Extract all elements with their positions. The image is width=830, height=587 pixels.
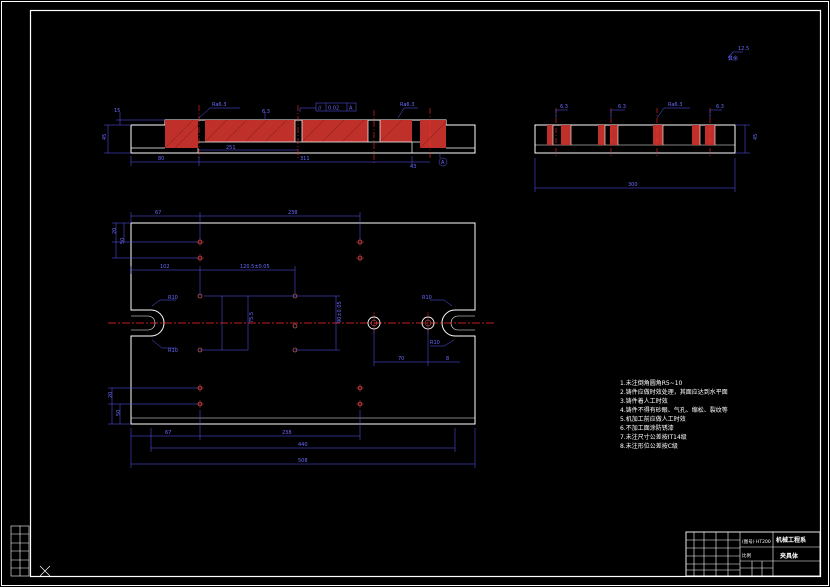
- tv-v-top-1: 20: [112, 228, 118, 234]
- fv-mid-len2: 311: [300, 156, 310, 162]
- tv-bottom-span: 238: [282, 430, 292, 436]
- note-3: 3.铸件着人工时效: [620, 397, 668, 405]
- title-block: [685, 531, 821, 577]
- fv-top-step: 15: [114, 108, 120, 114]
- side-view: 300 45 6.3 6.3 Ra6.3 6.3: [534, 102, 759, 192]
- tv-bottom-left: 67: [165, 430, 171, 436]
- tv-overall-1: 440: [298, 442, 308, 448]
- tv-top-span: 238: [288, 210, 298, 216]
- gtol-symbol: //: [318, 106, 322, 112]
- tv-right-x2: 8: [446, 356, 449, 362]
- ucs-icon: [39, 565, 51, 577]
- side-hatch: [547, 125, 715, 145]
- binding-strip: [10, 525, 30, 577]
- tv-slot-r-left: R10: [168, 295, 178, 301]
- tb-material: HT200: [756, 539, 771, 545]
- note-5: 5.机加工前应做人工时效: [620, 415, 686, 423]
- tb-part-name: 夹具体: [780, 552, 799, 560]
- side-outline: [534, 124, 736, 154]
- fv-finish-1: Ra6.3: [212, 102, 226, 108]
- inner-frame: [29, 9, 822, 578]
- corner-label: 其余: [728, 55, 738, 62]
- note-1: 1.未注倒角圆角R5~10: [620, 379, 683, 387]
- tv-inner-v2: 90±0.05: [337, 301, 343, 323]
- tv-hole-pitch: 120.5±0.05: [240, 264, 270, 270]
- fv-small-a: 6.3: [262, 109, 270, 115]
- front-view: 45 15 80 251 311 43 Ra6.3 6.3 Ra6.3 // 0…: [102, 102, 476, 170]
- sv-height: 45: [753, 134, 759, 140]
- note-6: 6.不加工面涂防锈漆: [620, 424, 674, 432]
- gtol-value: 0.02: [328, 106, 339, 112]
- fv-left-height: 45: [102, 134, 108, 140]
- tv-slot-r-left2: R10: [168, 348, 178, 354]
- gtol-datum: A: [349, 106, 353, 112]
- datum-label: A: [441, 160, 445, 166]
- datum-symbol: [438, 153, 448, 167]
- technical-notes: 1.未注倒角圆角R5~10 2.铸件应做时效处理，其面应达到水平面 3.铸件着人…: [620, 379, 728, 450]
- sv-finish-4: 6.3: [716, 104, 724, 110]
- sv-finish-1: 6.3: [560, 104, 568, 110]
- tv-slot-r-right: R10: [422, 295, 432, 301]
- note-4: 4.铸件不得有砂眼、气孔、缩松、裂纹等: [620, 406, 728, 414]
- tv-slot-r-right2: R10: [430, 340, 440, 346]
- tv-right-x1: 70: [398, 356, 404, 362]
- corner-value: 12.5: [738, 46, 749, 52]
- fv-right-len: 43: [410, 164, 416, 170]
- front-hatch-lines: [164, 119, 447, 149]
- top-view: 67 238 20 50 102 120.5±0.05 R10 R10 R10 …: [108, 210, 495, 468]
- sv-total-len: 300: [628, 182, 638, 188]
- tb-sheet: (图号): [742, 539, 755, 545]
- corner-roughness: 其余 12.5: [727, 46, 749, 62]
- tv-overall-2: 508: [298, 458, 308, 464]
- tb-scale: 比例: [742, 552, 751, 559]
- top-outline: [130, 222, 476, 425]
- sv-finish-3: Ra6.3: [668, 102, 682, 108]
- tb-school: 机械工程系: [776, 536, 806, 544]
- tv-top-left: 67: [155, 210, 161, 216]
- tv-v-bot-1: 20: [108, 392, 114, 398]
- note-7: 7.未注尺寸公差按IT14级: [620, 433, 687, 441]
- gtol-frame: [315, 102, 357, 112]
- sv-finish-2: 6.3: [618, 104, 626, 110]
- front-hatch: [165, 120, 446, 148]
- fv-finish-2: Ra6.3: [400, 102, 414, 108]
- note-2: 2.铸件应做时效处理，其面应达到水平面: [620, 388, 728, 396]
- fv-mid-len: 251: [226, 145, 236, 151]
- tv-v-bot-2: 50: [116, 410, 122, 416]
- tv-left-offset: 102: [160, 264, 170, 270]
- note-8: 8.未注形位公差按C级: [620, 442, 678, 450]
- tv-v-top-2: 50: [120, 238, 126, 244]
- fv-left-len: 80: [158, 156, 164, 162]
- tv-inner-v: 75.5: [249, 312, 255, 323]
